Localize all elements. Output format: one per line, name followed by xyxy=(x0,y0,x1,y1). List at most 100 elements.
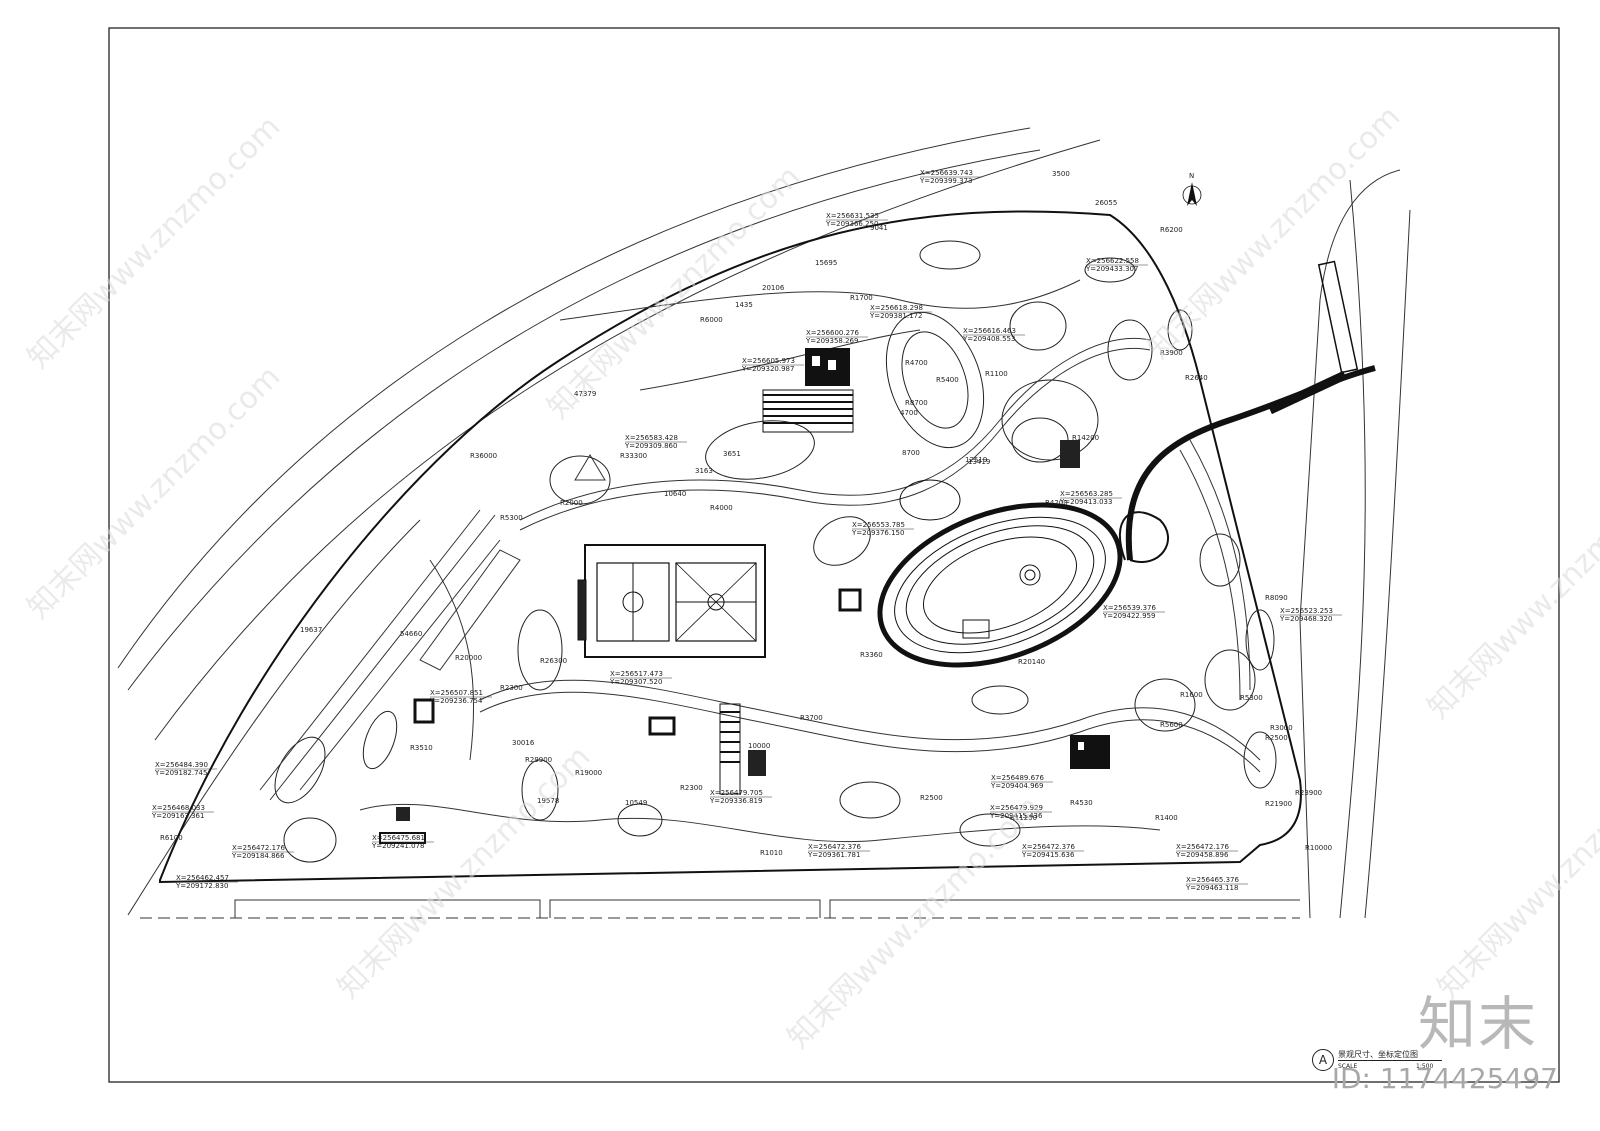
dimension-label: R5300 xyxy=(1240,694,1263,702)
coordinate-x: X=256605.973 xyxy=(742,357,795,365)
dimension-label: 20106 xyxy=(762,284,785,292)
coordinate-x: X=256563.285 xyxy=(1060,490,1113,498)
winding-paths xyxy=(359,279,1261,843)
dimension-labels: 26055R6200R6000R2000R3900R4000R2640R8090… xyxy=(160,170,1332,857)
dimension-label: R1700 xyxy=(850,294,873,302)
dimension-label: 15695 xyxy=(815,259,837,267)
watermark-brand: 知末 xyxy=(1417,990,1538,1058)
coordinate-y: Y=209399.373 xyxy=(919,177,972,185)
dimension-label: R4000 xyxy=(710,504,733,512)
coordinate-x: X=256523.253 xyxy=(1280,607,1333,615)
dimension-label: R2300 xyxy=(680,784,703,792)
central-oval-plaza xyxy=(877,479,1123,668)
dimension-label: R5400 xyxy=(936,376,959,384)
buildings xyxy=(379,348,1110,844)
coordinate-x: X=256468.033 xyxy=(152,804,205,812)
dimension-label: 19578 xyxy=(537,797,559,805)
dimension-label: R2500 xyxy=(920,794,943,802)
title-block: A 景观尺寸、坐标定位图 SCALE 1:500 xyxy=(1312,1047,1442,1079)
coordinate-y: Y=209307.520 xyxy=(609,678,662,686)
dimension-label: R1400 xyxy=(1155,814,1178,822)
dimension-label: R23900 xyxy=(1295,789,1322,797)
dimension-label: R3900 xyxy=(1160,349,1183,357)
coordinate-x: X=256484.390 xyxy=(155,761,208,769)
coordinate-x: X=256489.676 xyxy=(991,774,1045,782)
coordinate-y: Y=209422.959 xyxy=(1102,612,1155,620)
coordinate-x: X=256517.473 xyxy=(610,670,663,678)
north-arrow: N xyxy=(1182,172,1202,206)
dimension-label: R2300 xyxy=(500,684,523,692)
coordinate-x: X=256479.929 xyxy=(990,804,1043,812)
coordinate-y: Y=209358.269 xyxy=(805,337,858,345)
coordinate-x: X=256583.428 xyxy=(625,434,678,442)
watermark-text: 知末网www.znzmo.com xyxy=(1421,459,1600,725)
coordinate-x: X=256539.376 xyxy=(1103,604,1157,612)
road-edges xyxy=(117,127,1411,919)
dimension-label: R20140 xyxy=(1018,658,1045,666)
coordinate-labels: X=256639.743Y=209399.373X=256631.535Y=20… xyxy=(151,169,1342,892)
watermark-text: 知末网www.znzmo.com xyxy=(21,109,287,375)
watermark-text: 知末网www.znzmo.com xyxy=(331,739,597,1005)
coordinate-y: Y=209320.987 xyxy=(741,365,794,373)
north-label: N xyxy=(1189,172,1194,180)
title-block-scale-value: 1:500 xyxy=(1416,1063,1434,1070)
dimension-label: R8090 xyxy=(1265,594,1288,602)
dimension-label: R5600 xyxy=(1160,721,1183,729)
title-block-index: A xyxy=(1312,1049,1334,1071)
dimension-label: R3000 xyxy=(1270,724,1293,732)
dimension-label: 10640 xyxy=(664,490,686,498)
coordinate-y: Y=209458.896 xyxy=(1175,851,1229,859)
dimension-label: R1010 xyxy=(760,849,783,857)
dimension-label: R6200 xyxy=(1160,226,1183,234)
title-block-divider xyxy=(1338,1060,1442,1061)
dimension-label: R21900 xyxy=(1265,800,1292,808)
dimension-label: 10549 xyxy=(625,799,647,807)
dimension-label: 1435 xyxy=(735,301,753,309)
coordinate-x: X=256622.558 xyxy=(1086,257,1139,265)
coordinate-y: Y=209172.830 xyxy=(175,882,228,890)
coordinate-x: X=256472.376 xyxy=(808,843,862,851)
coordinate-x: X=256507.851 xyxy=(430,689,483,697)
dimension-label: 3163 xyxy=(695,467,713,475)
dimension-label: R36000 xyxy=(470,452,497,460)
coordinate-y: Y=209361.781 xyxy=(807,851,860,859)
coordinate-x: X=256631.535 xyxy=(826,212,879,220)
dimension-label: 9041 xyxy=(870,224,888,232)
dimension-label: 3651 xyxy=(723,450,741,458)
coordinate-y: Y=209163.361 xyxy=(151,812,204,820)
watermark-text: 知末网www.znzmo.com xyxy=(1431,739,1600,1005)
dimension-label: R1600 xyxy=(1180,691,1203,699)
dimension-label: R6100 xyxy=(160,834,183,842)
west-planting-strip xyxy=(259,454,606,801)
dimension-label: R11250 xyxy=(1010,814,1037,822)
dimension-label: R19000 xyxy=(575,769,602,777)
dimension-label: R14200 xyxy=(1072,434,1099,442)
dimension-label: 19637 xyxy=(300,626,322,634)
coordinate-x: X=256465.376 xyxy=(1186,876,1240,884)
coordinate-y: Y=209404.969 xyxy=(990,782,1043,790)
coordinate-y: Y=209241.078 xyxy=(371,842,424,850)
coordinate-x: X=256472.176 xyxy=(232,844,286,852)
dimension-label: R29900 xyxy=(525,756,552,764)
coordinate-x: X=256639.743 xyxy=(920,169,973,177)
dimension-label: R10000 xyxy=(1305,844,1332,852)
dimension-label: R3700 xyxy=(800,714,823,722)
pedestrian-bridge xyxy=(1119,260,1376,563)
sports-courts xyxy=(577,544,766,658)
watermark-text: 知末网www.znzmo.com xyxy=(541,159,807,425)
